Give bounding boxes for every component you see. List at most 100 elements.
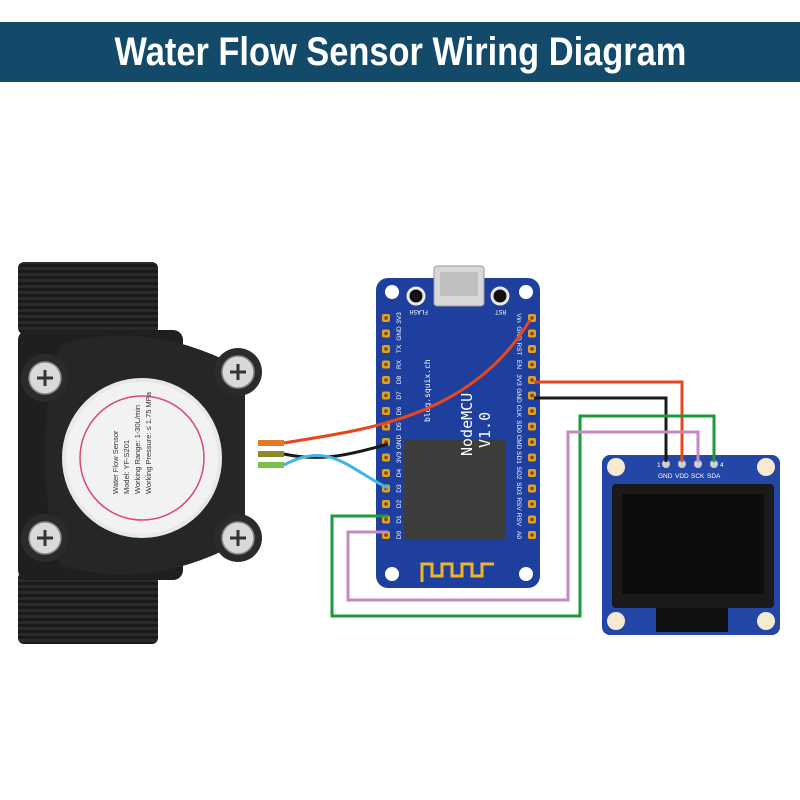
oled-pin-label-sda: SDA — [707, 473, 721, 480]
pin-label: 3V3 — [396, 451, 403, 463]
connector-pin-yellow — [258, 462, 284, 468]
sensor-label-disc — [62, 378, 222, 538]
mount-hole — [757, 458, 775, 476]
title-banner: Water Flow Sensor Wiring Diagram — [0, 22, 800, 82]
header-pin-hole — [530, 378, 534, 382]
pin-label: RST — [515, 343, 522, 356]
header-pin-hole — [384, 393, 388, 398]
header-pin-hole — [530, 502, 534, 506]
sensor-line: Working Pressure: ≤ 1.75 MPa — [144, 391, 153, 494]
page-title: Water Flow Sensor Wiring Diagram — [114, 29, 686, 74]
header-pin-hole — [384, 533, 388, 537]
pin-label: D4 — [396, 468, 403, 477]
header-pin-hole — [530, 486, 534, 491]
rst-label: RST — [495, 308, 506, 315]
water-flow-sensor: Water Flow Sensor Model: YF-S201 Working… — [18, 262, 284, 644]
wire-sensor-gnd — [283, 442, 389, 459]
pipe-thread-bottom — [18, 572, 158, 644]
oled-pin-gnd — [662, 460, 670, 468]
oled-screen-area — [622, 494, 764, 594]
wire-oled-gnd — [534, 396, 668, 462]
sensor-line: Working Range: 1-30L/min — [133, 405, 142, 494]
oled-pin-number-1: 1 — [657, 462, 661, 469]
pin-label: 3V3 — [396, 312, 403, 324]
header-pin-hole — [530, 455, 534, 460]
oled-pin-vdd — [678, 460, 686, 468]
right-pin-header: VinGNDRSTEN3V3GNDCLKSD0CMDSD1SD2SD3RSVRS… — [515, 313, 536, 539]
pin-label: SD2 — [515, 467, 522, 480]
rst-button[interactable] — [490, 286, 510, 306]
header-pin-hole — [530, 424, 534, 429]
mount-hole — [385, 285, 399, 299]
oled-display: 1 4 GND VDD SCK SDA — [602, 455, 780, 635]
nodemcu-name: NodeMCU — [458, 393, 476, 456]
usb-port-inner — [440, 272, 478, 296]
nodemcu-version: V1.0 — [476, 412, 494, 448]
header-pin-hole — [530, 316, 534, 320]
pin-label: D2 — [396, 499, 403, 508]
header-pin-hole — [384, 471, 388, 475]
sensor-label-ring — [79, 395, 205, 521]
flash-button[interactable] — [406, 286, 426, 306]
wire-sensor-vcc — [283, 319, 532, 445]
nodemcu-website: blog.squix.ch — [423, 359, 432, 422]
header-pin-hole — [384, 331, 388, 336]
pin-label: D3 — [396, 484, 403, 493]
pin-label: CMD — [515, 435, 522, 450]
screw-icon — [221, 521, 255, 555]
pin-label: D8 — [396, 375, 403, 384]
header-pin-hole — [384, 347, 388, 351]
oled-pin-label-vdd: VDD — [675, 473, 689, 480]
pin-label: A0 — [515, 531, 522, 539]
wire-oled-sck — [346, 430, 700, 602]
header-pin-hole — [384, 378, 388, 382]
mount-hole — [607, 612, 625, 630]
header-pin-hole — [530, 471, 534, 475]
connector-pin-red — [258, 440, 284, 446]
mount-hole — [757, 612, 775, 630]
pin-label: Vin — [515, 313, 522, 323]
mount-hole — [519, 567, 533, 581]
pin-label: D5 — [396, 422, 403, 431]
pin-label: RSV — [515, 497, 522, 511]
header-pin-hole — [384, 424, 388, 429]
pipe-thread-top — [18, 262, 158, 334]
connector-pin-black — [258, 451, 284, 457]
header-pin-hole — [384, 502, 388, 506]
pin-label: D1 — [396, 515, 403, 524]
pin-label: RSV — [515, 513, 522, 527]
mount-hole — [519, 285, 533, 299]
wire-oled-vdd — [534, 380, 684, 462]
header-pin-hole — [384, 316, 388, 320]
header-pin-hole — [384, 409, 388, 413]
wire-sensor-signal — [283, 454, 389, 490]
header-pin-hole — [530, 517, 534, 522]
pin-label: SD0 — [515, 420, 522, 433]
screw-icon — [28, 361, 62, 395]
sensor-line: Water Flow Sensor — [111, 430, 120, 494]
screw-icon — [221, 355, 255, 389]
pin-label: TX — [396, 344, 403, 353]
pin-label: D7 — [396, 391, 403, 400]
pin-label: CLK — [515, 405, 522, 418]
wires — [283, 319, 716, 618]
oled-flex-cable — [656, 608, 728, 632]
header-pin-hole — [384, 517, 388, 522]
oled-pin-number-4: 4 — [720, 462, 724, 469]
header-pin-hole — [384, 362, 388, 367]
header-pin-hole — [530, 393, 534, 398]
wifi-antenna — [420, 562, 494, 582]
esp-module-chip — [404, 440, 506, 540]
wire-oled-sda — [330, 414, 716, 618]
header-pin-hole — [530, 533, 534, 537]
header-pin-hole — [530, 409, 534, 413]
screw-icon — [28, 521, 62, 555]
oled-pin-label-sck: SCK — [691, 473, 705, 480]
header-pin-hole — [530, 331, 534, 336]
pin-label: SD1 — [515, 451, 522, 464]
mount-hole — [385, 567, 399, 581]
pin-label: SD3 — [515, 482, 522, 495]
nodemcu-board: FLASH RST NodeMCU V1.0 blog.squix.ch 3V3… — [376, 265, 540, 588]
pin-label: RX — [396, 359, 403, 369]
